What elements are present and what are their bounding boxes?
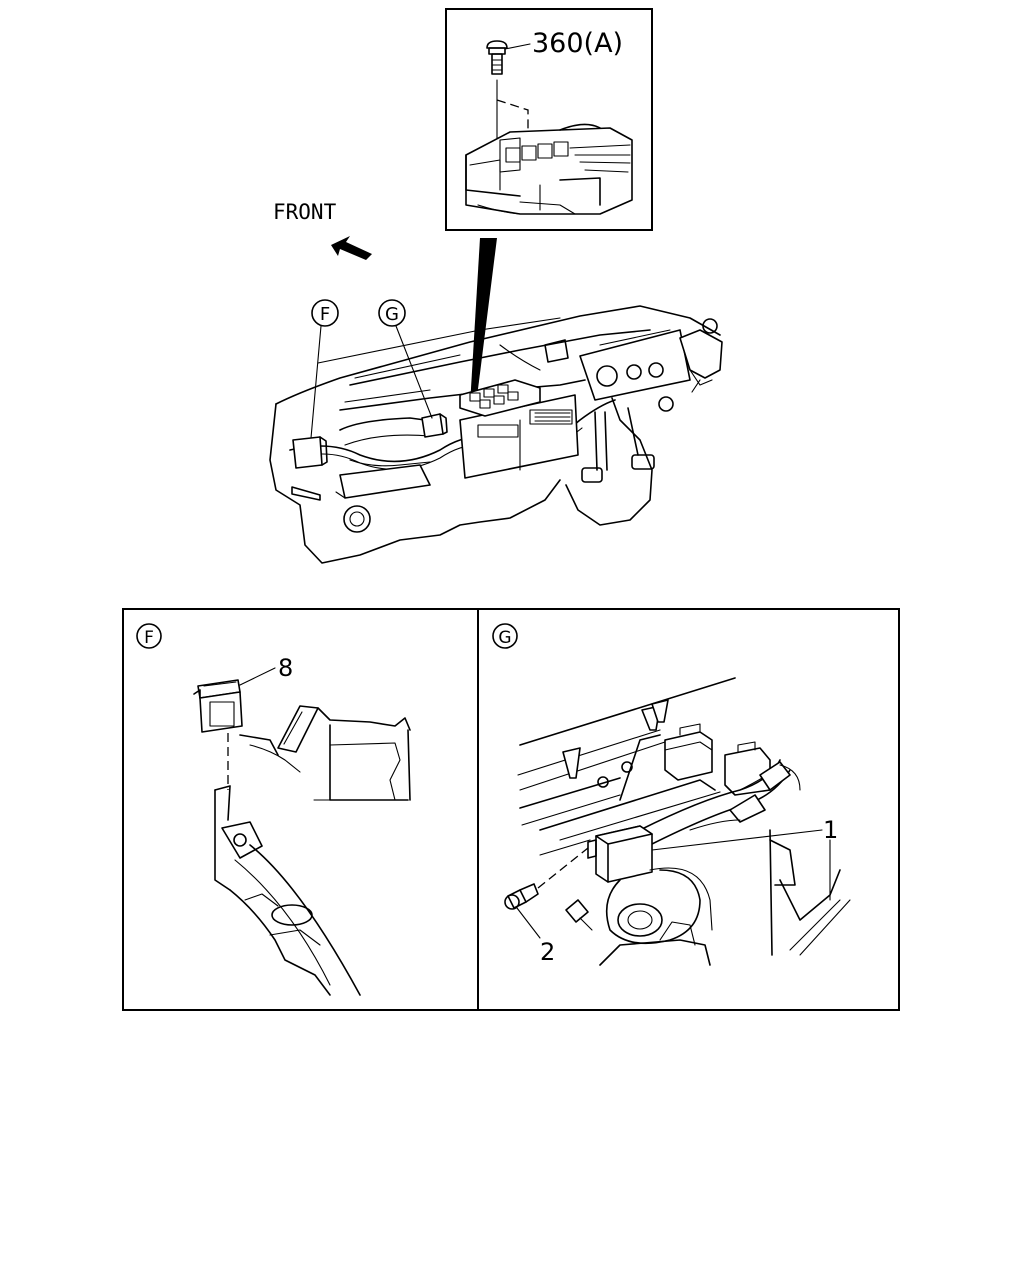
dashboard-module-f — [292, 436, 328, 469]
svg-text:F: F — [320, 304, 330, 325]
bolt-2-icon — [504, 883, 539, 910]
detail-panels-frame — [122, 608, 900, 1011]
dashboard-relay-cluster — [459, 379, 541, 417]
inset-part-label: 360(A) — [532, 28, 623, 59]
svg-text:G: G — [385, 304, 399, 325]
part-label-8: 8 — [278, 654, 293, 682]
front-arrow-icon — [331, 236, 372, 260]
inset-pointer — [470, 238, 497, 405]
detail-f-title: F — [144, 628, 154, 648]
dashboard-module-g — [421, 413, 448, 438]
detail-g-title: G — [498, 628, 511, 648]
detail-f-panel: F 8 — [136, 623, 411, 996]
module-8-icon — [193, 679, 243, 733]
relay-1-icon — [587, 825, 653, 883]
dashboard-illustration — [269, 305, 723, 564]
part-label-1: 1 — [823, 816, 838, 844]
detail-f-badge — [136, 623, 162, 649]
inset-bolt-icon — [486, 40, 508, 75]
inset-fuse-block — [465, 123, 633, 215]
inset-box: 360(A) — [445, 8, 653, 231]
callout-g: G — [378, 299, 433, 419]
detail-g-panel: G — [492, 623, 851, 966]
detail-g-badge — [492, 623, 518, 649]
callout-f: F — [310, 299, 339, 439]
front-direction-label: FRONT — [273, 200, 337, 224]
part-label-2: 2 — [540, 938, 555, 966]
